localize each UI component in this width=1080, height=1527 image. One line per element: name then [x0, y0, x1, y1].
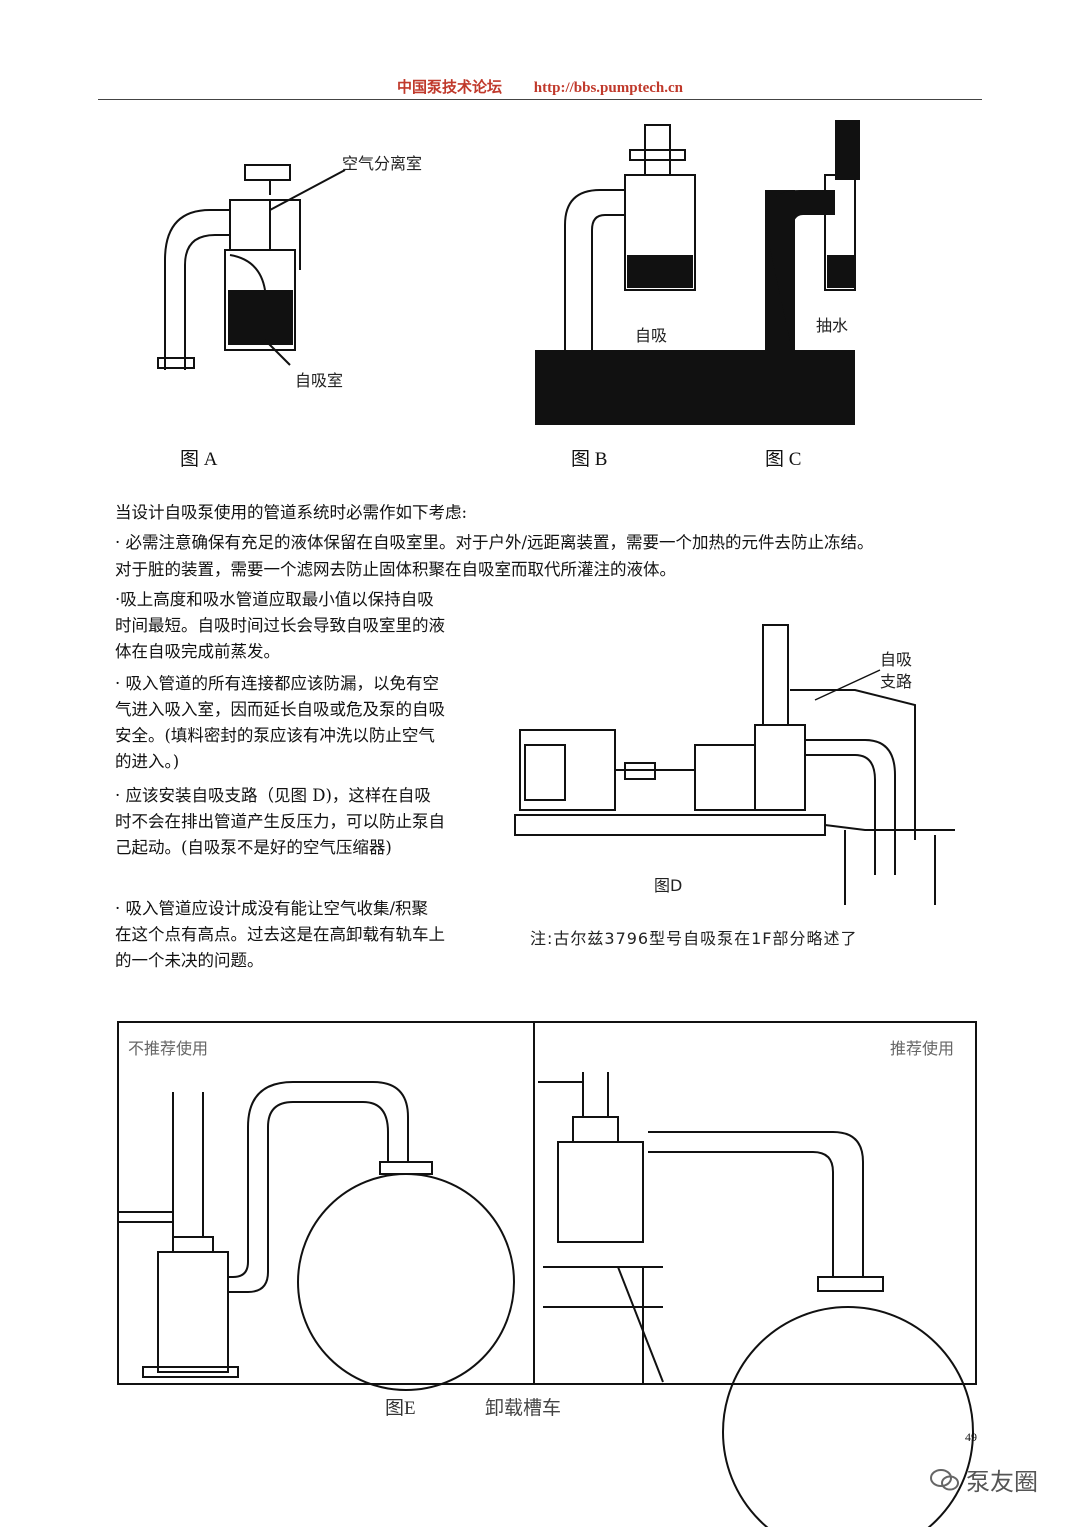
- paragraph-1: · 必需注意确保有充足的液体保留在自吸室里。对于户外/远距离装置，需要一个加热的…: [115, 533, 874, 552]
- caption-figure-e: 图E: [385, 1398, 416, 1419]
- p2-line: ·吸上高度和吸水管道应取最小值以保持自吸: [115, 590, 434, 609]
- p3-line: · 吸入管道的所有连接都应该防漏，以免有空: [115, 674, 439, 693]
- brand-name: 泵友圈: [966, 1468, 1038, 1496]
- label-recommended: 推荐使用: [890, 1039, 955, 1058]
- figure-e-drawing: [117, 1021, 977, 1527]
- header-forum-name: 中国泵技术论坛: [397, 80, 503, 96]
- p5-line: · 吸入管道应设计成没有能让空气收集/积聚: [115, 899, 429, 918]
- label-not-recommended: 不推荐使用: [128, 1039, 209, 1058]
- p4-line: · 应该安装自吸支路（见图 D)，这样在自吸: [115, 786, 431, 805]
- label-priming: 自吸: [635, 326, 668, 345]
- figure-d-drawing: [514, 624, 955, 905]
- wechat-icon: [930, 1468, 959, 1490]
- p2-line: 体在自吸完成前蒸发。: [115, 642, 280, 661]
- figure-a-drawing: [157, 164, 346, 370]
- figure-bc-drawing: [535, 120, 860, 425]
- header-url: http://bbs.pumptech.cn: [533, 80, 683, 96]
- label-pumping: 抽水: [816, 316, 849, 335]
- p3-line: 安全。(填料密封的泵应该有冲洗以防止空气: [115, 726, 435, 745]
- caption-unloading-tank-car: 卸载槽车: [485, 1398, 562, 1419]
- p2-line: 时间最短。自吸时间过长会导致自吸室里的液: [115, 616, 445, 635]
- label-priming-branch-1: 自吸: [880, 650, 913, 669]
- label-priming-branch-2: 支路: [880, 672, 913, 691]
- paragraph-5: · 吸入管道应设计成没有能让空气收集/积聚 在这个点有高点。过去这是在高卸载有轨…: [115, 896, 445, 974]
- p4-line: 己起动。(自吸泵不是好的空气压缩器): [115, 838, 392, 857]
- page-header: 中国泵技术论坛 http://bbs.pumptech.cn: [0, 76, 1080, 97]
- paragraph-2: ·吸上高度和吸水管道应取最小值以保持自吸 时间最短。自吸时间过长会导致自吸室里的…: [115, 587, 445, 665]
- page-number: 49: [965, 1430, 977, 1444]
- figure-d-note: 注:古尔兹3796型号自吸泵在1F部分略述了: [530, 929, 858, 948]
- p4-line: 时不会在排出管道产生反压力，可以防止泵自: [115, 812, 445, 831]
- p5-line: 的一个未决的问题。: [115, 951, 264, 970]
- p3-line: 气进入吸入室，因而延长自吸或危及泵的自吸: [115, 700, 445, 719]
- header-rule: [98, 99, 982, 100]
- caption-figure-a: 图 A: [180, 449, 218, 470]
- label-air-separation-chamber: 空气分离室: [342, 154, 423, 173]
- p3-line: 的进入。): [115, 752, 180, 771]
- paragraph-1b: 对于脏的装置，需要一个滤网去防止固体积聚在自吸室而取代所灌注的液体。: [115, 560, 676, 579]
- intro-paragraph: 当设计自吸泵使用的管道系统时必需作如下考虑:: [115, 503, 468, 522]
- caption-figure-d: 图D: [654, 876, 683, 895]
- watermark-brand: 泵友圈: [930, 1462, 1038, 1497]
- caption-figure-c: 图 C: [765, 449, 802, 470]
- paragraph-4: · 应该安装自吸支路（见图 D)，这样在自吸 时不会在排出管道产生反压力，可以防…: [115, 783, 445, 861]
- caption-figure-b: 图 B: [571, 449, 608, 470]
- paragraph-3: · 吸入管道的所有连接都应该防漏，以免有空 气进入吸入室，因而延长自吸或危及泵的…: [115, 671, 445, 775]
- p5-line: 在这个点有高点。过去这是在高卸载有轨车上: [115, 925, 445, 944]
- label-priming-chamber: 自吸室: [295, 371, 344, 390]
